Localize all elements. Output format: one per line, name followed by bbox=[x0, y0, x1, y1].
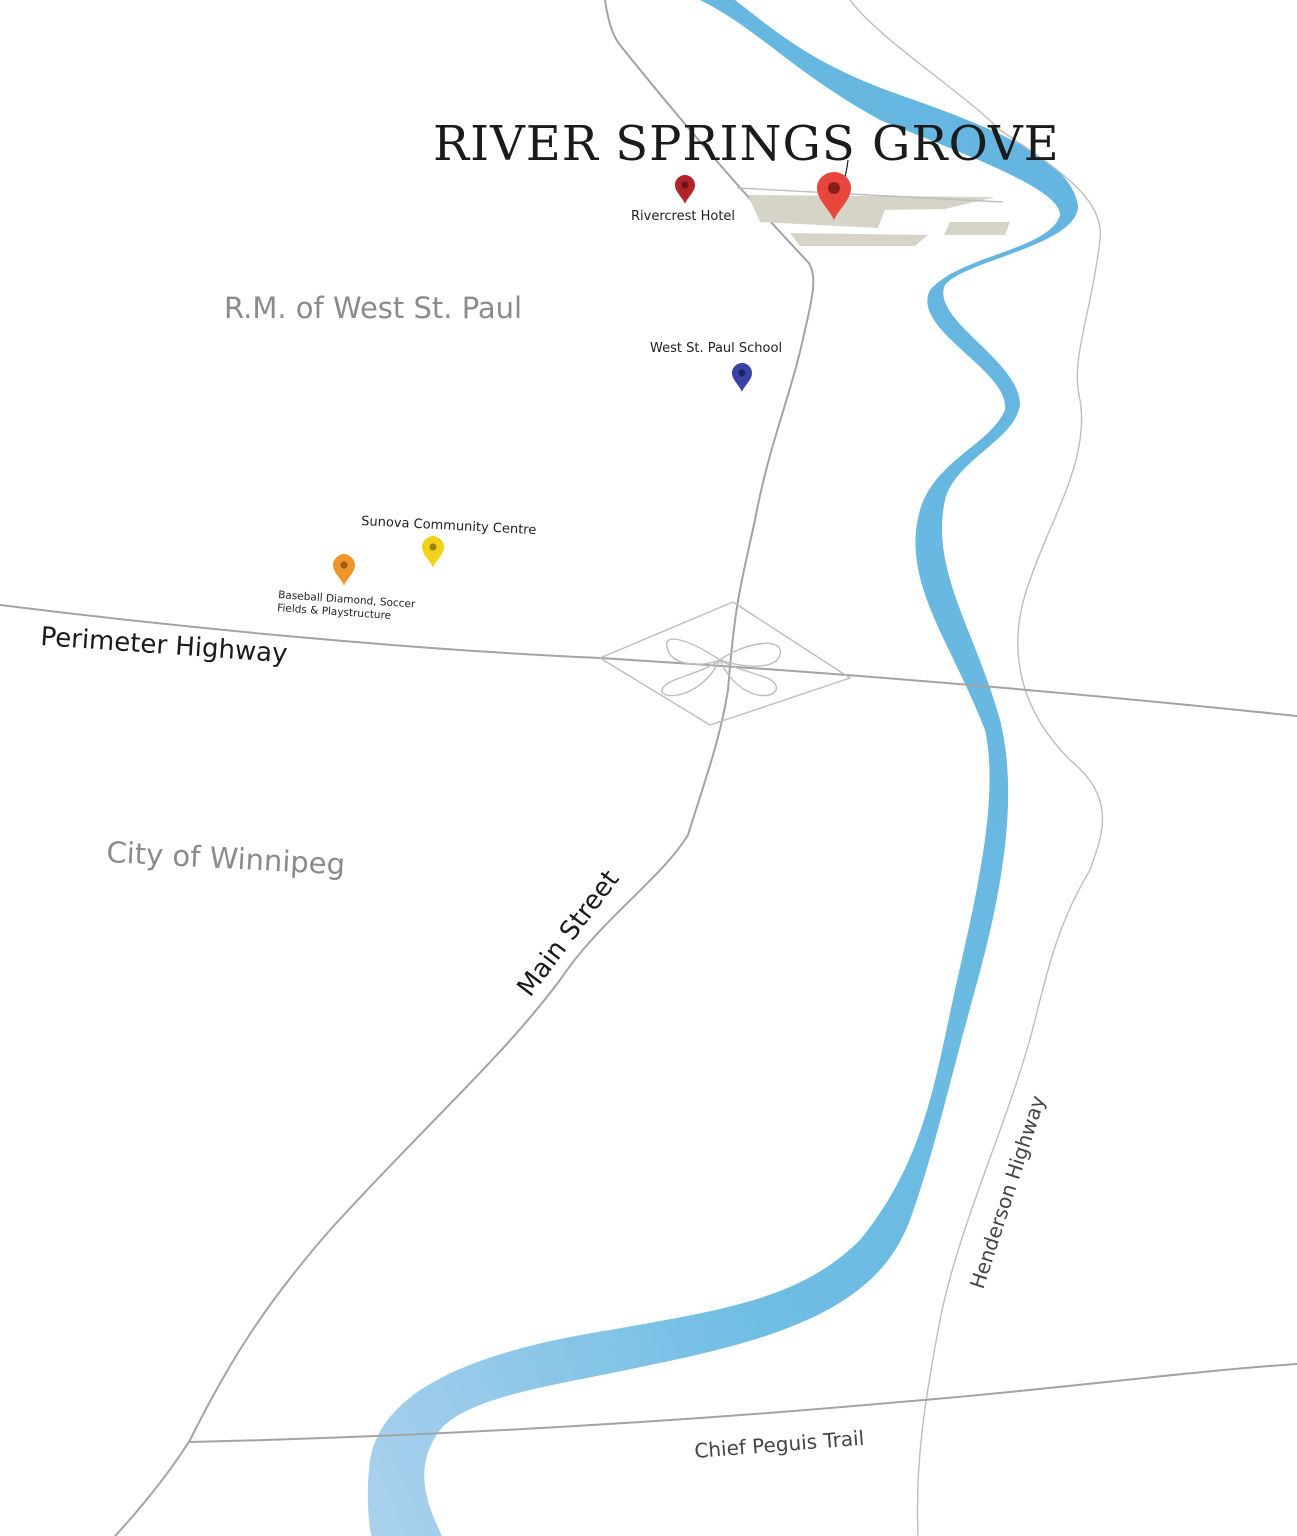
river-springs-grove-development bbox=[737, 187, 1010, 246]
map-pin-icon-west-st-paul-school[interactable] bbox=[732, 363, 752, 392]
road-label-perimeter-highway: Perimeter Highway bbox=[40, 622, 289, 669]
main-street-line bbox=[114, 0, 815, 1536]
development-parcel bbox=[790, 233, 928, 246]
map-pin-icon-rivercrest-hotel[interactable] bbox=[675, 175, 695, 204]
poi-label-west-st-paul-school: West St. Paul School bbox=[650, 341, 782, 356]
development-parcel bbox=[944, 222, 1010, 235]
road-label-chief-peguis-trail: Chief Peguis Trail bbox=[694, 1426, 865, 1463]
poi-label-rivercrest-hotel: Rivercrest Hotel bbox=[631, 209, 735, 224]
poi-label-sunova-community-centre: Sunova Community Centre bbox=[361, 514, 537, 538]
map-title: RIVER SPRINGS GROVE bbox=[433, 116, 1060, 172]
henderson-highway-line bbox=[849, 0, 1104, 1536]
region-label-city-of-winnipeg: City of Winnipeg bbox=[106, 835, 346, 881]
development-parcel bbox=[748, 195, 995, 228]
perimeter-interchange bbox=[599, 601, 851, 726]
red-river bbox=[367, 0, 1079, 1536]
chief-peguis-trail-line bbox=[189, 1363, 1297, 1443]
road-label-main-street: Main Street bbox=[512, 865, 626, 1002]
region-label-rm-west-st-paul: R.M. of West St. Paul bbox=[224, 291, 522, 325]
map-pin-icon-river-springs-grove[interactable] bbox=[817, 172, 851, 220]
map-pin-icon-baseball-diamond[interactable] bbox=[333, 554, 355, 586]
map-pin-icon-sunova-community-centre[interactable] bbox=[422, 536, 444, 568]
